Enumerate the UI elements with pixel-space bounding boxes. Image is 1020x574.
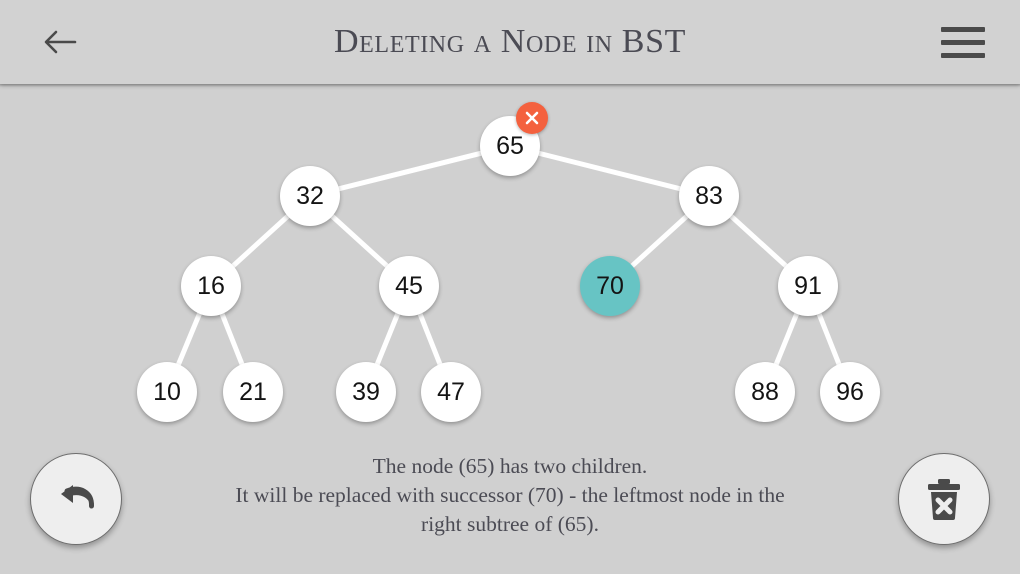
tree-node-88[interactable]: 88 xyxy=(735,362,795,422)
tree-node-96[interactable]: 96 xyxy=(820,362,880,422)
tree-node-70[interactable]: 70 xyxy=(580,256,640,316)
app-bar: Deleting a Node in BST xyxy=(0,0,1020,84)
tree-node-label: 45 xyxy=(395,271,423,300)
bst-tree-canvas: 65 32 83 16 45 70 91 10 21 39 47 88 96 xyxy=(0,87,1020,442)
tree-node-91[interactable]: 91 xyxy=(778,256,838,316)
tree-node-label: 21 xyxy=(239,377,267,406)
tree-node-label: 70 xyxy=(596,271,624,300)
delete-node-badge[interactable] xyxy=(516,102,548,134)
undo-arrow-icon xyxy=(61,485,94,509)
arrow-left-icon xyxy=(44,30,77,54)
trash-x-icon xyxy=(928,479,960,520)
app-bar-divider xyxy=(0,84,1020,87)
tree-node-label: 65 xyxy=(496,131,524,160)
tree-node-45[interactable]: 45 xyxy=(379,256,439,316)
caption-line-1: The node (65) has two children. xyxy=(372,454,648,478)
tree-node-39[interactable]: 39 xyxy=(336,362,396,422)
tree-node-label: 96 xyxy=(836,377,864,406)
hamburger-menu-button[interactable] xyxy=(932,18,994,66)
tree-node-label: 16 xyxy=(197,271,225,300)
page-title: Deleting a Node in BST xyxy=(334,23,686,60)
close-x-icon xyxy=(525,111,539,125)
tree-node-47[interactable]: 47 xyxy=(421,362,481,422)
tree-node-label: 91 xyxy=(794,271,822,300)
tree-edge xyxy=(507,143,712,199)
caption-line-2: It will be replaced with successor (70) … xyxy=(235,483,785,507)
hamburger-menu-icon-bar3 xyxy=(941,52,985,58)
hamburger-menu-icon-bar2 xyxy=(941,39,985,45)
tree-node-10[interactable]: 10 xyxy=(137,362,197,422)
tree-node-label: 47 xyxy=(437,377,465,406)
tree-node-32[interactable]: 32 xyxy=(280,166,340,226)
back-button[interactable] xyxy=(28,18,92,66)
tree-node-83[interactable]: 83 xyxy=(679,166,739,226)
tree-node-label: 10 xyxy=(153,377,181,406)
tree-node-label: 88 xyxy=(751,377,779,406)
tree-node-label: 32 xyxy=(296,181,324,210)
tree-node-21[interactable]: 21 xyxy=(223,362,283,422)
tree-edge xyxy=(307,143,513,199)
tree-node-16[interactable]: 16 xyxy=(181,256,241,316)
undo-button[interactable] xyxy=(30,453,122,545)
tree-node-label: 39 xyxy=(352,377,380,406)
caption-line-3: right subtree of (65). xyxy=(421,512,599,536)
tree-node-label: 83 xyxy=(695,181,723,210)
clear-tree-button[interactable] xyxy=(898,453,990,545)
hamburger-menu-icon xyxy=(941,26,985,32)
explanation-caption: The node (65) has two children. It will … xyxy=(160,452,860,539)
